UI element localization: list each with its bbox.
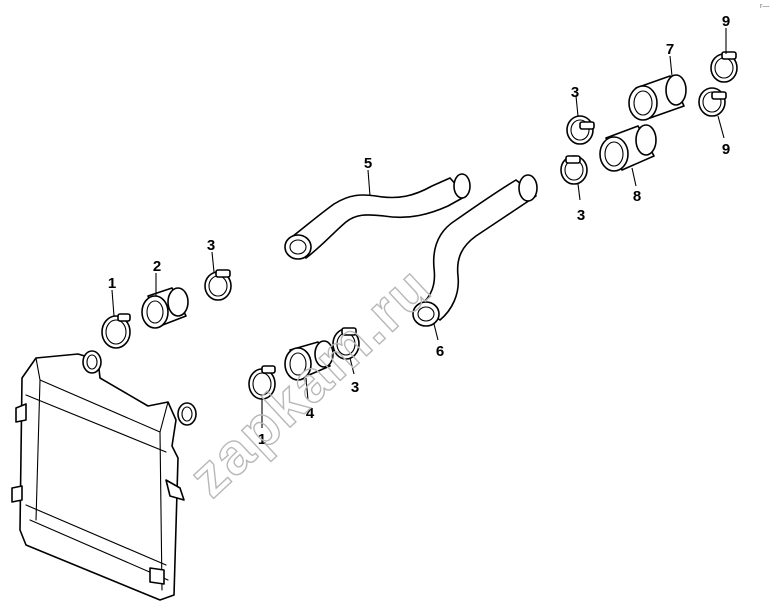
callout-3-left: 3 [207, 237, 215, 254]
callout-4: 4 [306, 405, 315, 422]
intercooler [11, 350, 197, 601]
leader-lines [111, 28, 727, 428]
hose-5 [284, 173, 471, 260]
hose-6 [412, 174, 538, 327]
callout-8: 8 [633, 188, 641, 205]
sleeve-8 [599, 124, 657, 172]
clamp-3-left [204, 269, 232, 301]
callout-7: 7 [666, 41, 674, 58]
callout-2: 2 [153, 258, 161, 275]
callout-9-lower: 9 [722, 141, 730, 158]
clamp-3-center [332, 327, 360, 360]
callout-1-lower: 1 [258, 431, 266, 448]
callout-5: 5 [364, 155, 372, 172]
clamp-1-upper [101, 313, 131, 349]
callout-1-upper: 1 [108, 275, 116, 292]
clamp-1-lower [248, 365, 276, 400]
clamp-9-lower [698, 87, 727, 117]
callout-labels: 1 1 2 3 3 3 3 4 5 6 7 8 9 9 [108, 13, 730, 448]
clamp-3-right-lower [560, 155, 588, 185]
callout-3-right-lower: 3 [577, 207, 585, 224]
callout-9-upper: 9 [722, 13, 730, 30]
callout-6: 6 [436, 343, 444, 360]
corner-mark: г— [760, 3, 770, 10]
callout-3-center: 3 [351, 379, 359, 396]
sleeve-2 [141, 287, 189, 329]
callout-3-right-upper: 3 [571, 84, 579, 101]
sleeve-4 [284, 340, 334, 381]
clamp-3-right-upper [566, 115, 595, 145]
clamp-9-upper [710, 51, 738, 83]
sleeve-7 [628, 74, 687, 121]
